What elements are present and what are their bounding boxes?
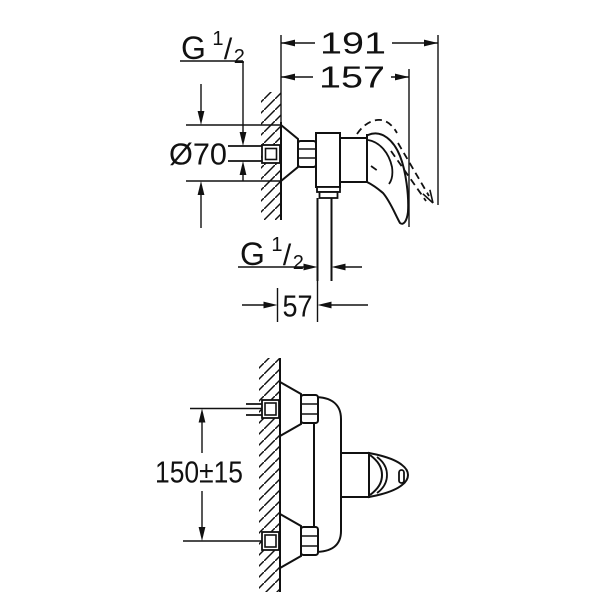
thread-slash: / [283,239,292,272]
dimension-connection-spread: 150±15 [155,407,262,542]
arrowhead-thread-bottom-right [303,263,318,271]
mixer-body [315,132,341,188]
union-nut-top-facets [301,403,318,415]
thread-denominator: 2 [234,46,245,68]
outlet-collar-lower [318,191,339,199]
leader-line-thread-top [180,60,244,132]
arrowhead-157-left [281,73,295,81]
knob-tip-mark [398,469,405,484]
thread-numerator: 1 [212,28,223,50]
arrowhead-70-bottom [197,181,205,195]
dimension-label-150: 150±15 [155,455,243,490]
mixer-body-plan [313,395,342,554]
dimension-escutcheon-diameter: Ø70 [169,84,281,228]
lever-travel-arrow [422,189,434,204]
supply-pipe-stub-top [246,403,262,416]
dimension-label-70: Ø70 [169,137,227,172]
dimension-body-projection: 157 [281,60,410,227]
thread-prefix: G [240,236,265,272]
arrowhead-57-left [263,301,278,309]
union-nut-facets [298,148,316,159]
arrowhead-70-top [197,111,205,125]
escutcheon-cone [280,122,299,184]
wall-fitting-top-bore [264,402,277,416]
dimension-label-157: 157 [319,60,385,95]
thread-label-top: G 1 / 2 [181,28,245,68]
wall-fitting-bottom-bore [264,534,277,548]
union-nut-bottom [300,526,319,556]
arrowhead-191-right [424,39,438,47]
plan-view [246,358,410,592]
union-nut [297,140,317,168]
thread-prefix: G [181,30,206,66]
arrowhead-150-down [198,527,206,541]
raised-lever-arc [356,119,398,135]
union-nut-bottom-facets [301,535,318,547]
dimension-max-projection: 191 [281,26,439,205]
thread-label-bottom: G 1 / 2 [240,234,304,274]
raised-lever-edge-outer [397,142,430,197]
arrowhead-191-left [281,39,295,47]
outlet-pipe [316,198,333,281]
handle-dome-contour [367,139,394,185]
side-view [228,35,434,322]
thread-numerator: 1 [271,234,282,256]
knob-contour-outer [369,454,384,496]
supply-pipe-stub [228,145,262,162]
knob-contour-inner [376,456,388,494]
handle-neck [340,452,370,498]
lever-handle [366,132,410,225]
arrowhead-57-right [317,301,332,309]
label-thread-top: G 1 / 2 [180,28,247,181]
cartridge-housing [339,137,368,183]
lever-raised-dashed [356,119,430,202]
raised-lever-dash [370,165,379,172]
dimension-outlet-offset: 57 [242,288,368,324]
arrowhead-150-up [198,408,206,423]
thread-slash: / [224,33,233,66]
wall-fitting-bore [264,147,278,161]
union-nut-top [300,394,319,424]
dimension-label-191: 191 [320,26,386,61]
raised-lever-edge-inner [390,150,427,202]
thread-denominator: 2 [293,252,304,274]
arrowhead-157-right [395,73,409,81]
escutcheon-cone-top [279,380,302,438]
arrowhead-thread-bottom-left [331,263,346,271]
wall-hatching [259,358,280,592]
escutcheon-cone-bottom [279,512,302,570]
label-thread-bottom: G 1 / 2 [238,234,362,274]
arrowhead-thread-top-down [239,132,247,146]
arrowhead-thread-top-up [239,161,247,175]
dimension-label-57: 57 [283,289,313,324]
